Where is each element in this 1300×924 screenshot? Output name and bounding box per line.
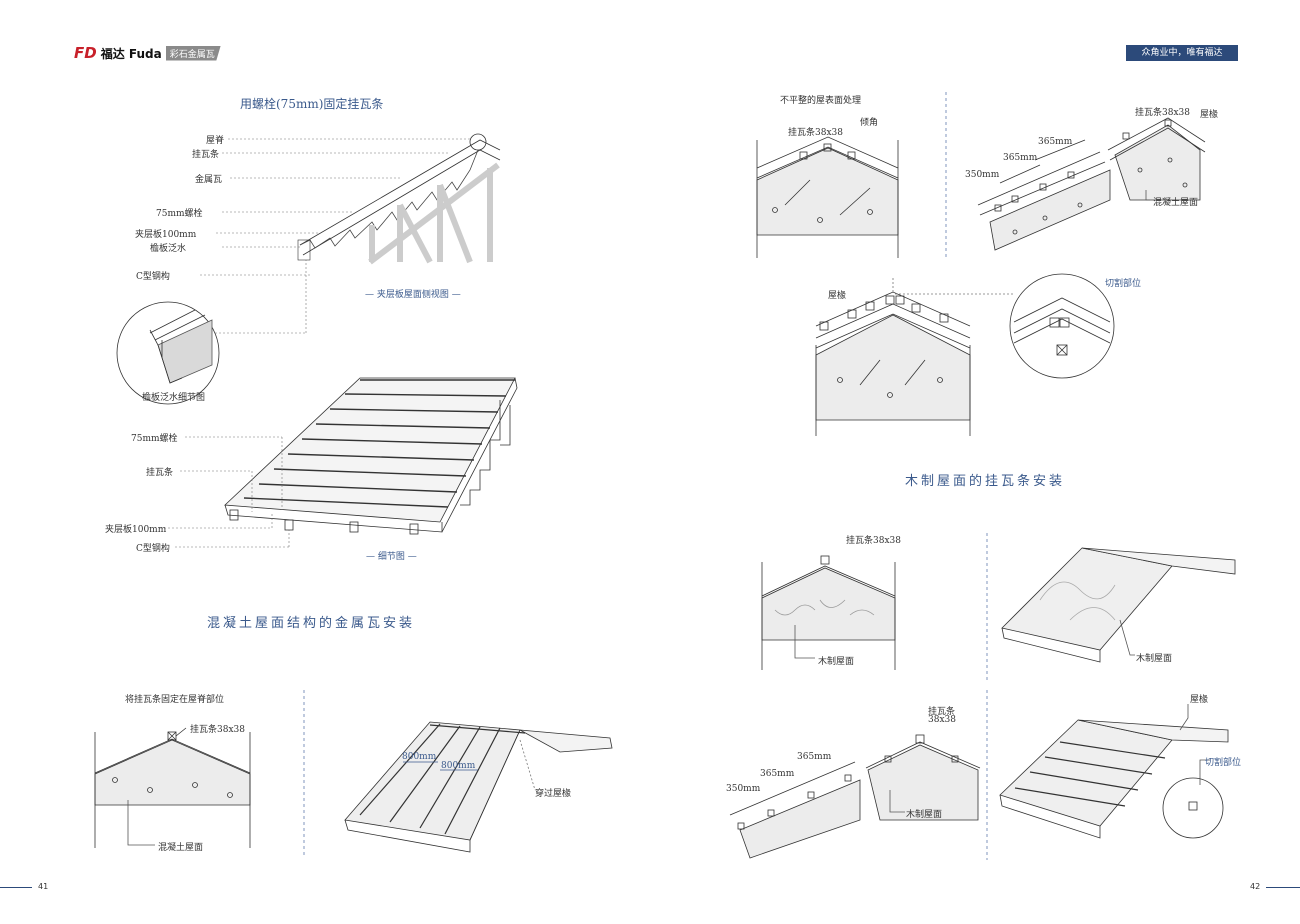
side-view-caption: — 夹层板屋面侧视图 — <box>365 290 461 300</box>
cut-rafter-label: 屋椽 <box>828 291 847 301</box>
ridge-concrete-label: 混凝土屋面 <box>158 843 204 853</box>
wood-base-label-1: 木制屋面 <box>818 657 855 667</box>
label-batten: 挂瓦条 <box>192 150 220 160</box>
spacing-label-1: 800mm <box>402 752 437 762</box>
wood-rafter-label: 屋椽 <box>1190 695 1209 705</box>
eave-flashing-detail <box>116 301 220 405</box>
cut-position-label: 切割部位 <box>1105 279 1142 289</box>
deck-caption: — 细节图 — <box>366 552 417 562</box>
cut-detail-circle <box>1009 273 1115 379</box>
deck-label-batten: 挂瓦条 <box>146 468 174 478</box>
brand-name: 福达 Fuda <box>100 46 162 61</box>
slope-dim-3: 350mm <box>965 170 1000 180</box>
uneven-surface-section <box>756 136 899 258</box>
wood-ridge-section <box>761 555 896 670</box>
deck-detail-view <box>224 377 518 535</box>
bolt-title: 用螺栓(75mm)固定挂瓦条 <box>240 97 384 111</box>
ridge-note: 将挂瓦条固定在屋脊部位 <box>125 695 225 705</box>
through-rafter-label: 穿过屋椽 <box>535 789 572 799</box>
spacing-label-2: 800mm <box>441 761 476 771</box>
sandwich-roof-side-view <box>297 133 501 265</box>
wood-batten-label: 挂瓦条38x38 <box>846 536 901 546</box>
uneven-note: 不平整的屋表面处理 <box>780 96 862 106</box>
brand: FD 福达 Fuda 彩石金属瓦 <box>74 44 221 62</box>
label-metal-tile: 金属瓦 <box>195 175 223 185</box>
wood-base-label-2: 木制屋面 <box>1136 654 1173 664</box>
wood-dim-1: 365mm <box>797 752 832 762</box>
label-eave-flashing: 檐板泛水 <box>150 244 187 254</box>
wood-dim-3: 350mm <box>726 784 761 794</box>
slope-dim-2: 365mm <box>1003 153 1038 163</box>
label-c-steel: C型钢构 <box>136 272 170 282</box>
page-line-right <box>1266 887 1300 888</box>
wood-cut-label: 切割部位 <box>1205 758 1242 768</box>
slope-batten-label: 挂瓦条38x38 <box>1135 108 1190 118</box>
uneven-angle-label: 倾角 <box>860 118 879 128</box>
slope-dim-1: 365mm <box>1038 137 1073 147</box>
label-bolt: 75mm螺栓 <box>156 209 203 219</box>
deck-label-bolt: 75mm螺栓 <box>131 434 178 444</box>
brand-logo: FD <box>74 44 97 62</box>
wood-dim-2: 365mm <box>760 769 795 779</box>
rafter-cut-section <box>815 278 1015 436</box>
concrete-section-title: 混凝土屋面结构的金属瓦安装 <box>207 616 416 631</box>
wood-slab-perspective <box>1001 547 1236 663</box>
ridge-batten-label: 挂瓦条38x38 <box>190 725 245 735</box>
brand-subtitle: 彩石金属瓦 <box>165 45 221 61</box>
slope-concrete-label: 混凝土屋面 <box>1153 198 1199 208</box>
concrete-slab-perspective <box>344 721 613 853</box>
concrete-slope-section <box>977 117 1206 251</box>
page-line-left <box>0 887 32 888</box>
label-ridge: 屋脊 <box>206 136 225 146</box>
deck-label-panel: 夹层板100mm <box>105 525 167 535</box>
deck-label-steel: C型钢构 <box>136 544 170 554</box>
wood-batten-label-2b: 38x38 <box>928 715 956 725</box>
concrete-ridge-section <box>94 727 251 848</box>
wood-rafter-perspective <box>999 704 1229 839</box>
wood-slope-section <box>729 734 981 859</box>
page-number-right: 42 <box>1250 882 1261 891</box>
label-sandwich-panel: 夹层板100mm <box>135 230 197 240</box>
wood-section-title: 木制屋面的挂瓦条安装 <box>905 474 1066 489</box>
page-number-left: 41 <box>38 882 49 891</box>
slogan-banner: 众角业中，唯有福达 <box>1126 45 1238 61</box>
wood-base-label-3: 木制屋面 <box>906 810 943 820</box>
eave-detail-caption: 檐板泛水细节图 <box>142 393 206 403</box>
slope-rafter-label: 屋椽 <box>1200 110 1219 120</box>
uneven-batten-label: 挂瓦条38x38 <box>788 128 843 138</box>
wood-batten-label-2a: 挂瓦条 <box>928 707 956 717</box>
